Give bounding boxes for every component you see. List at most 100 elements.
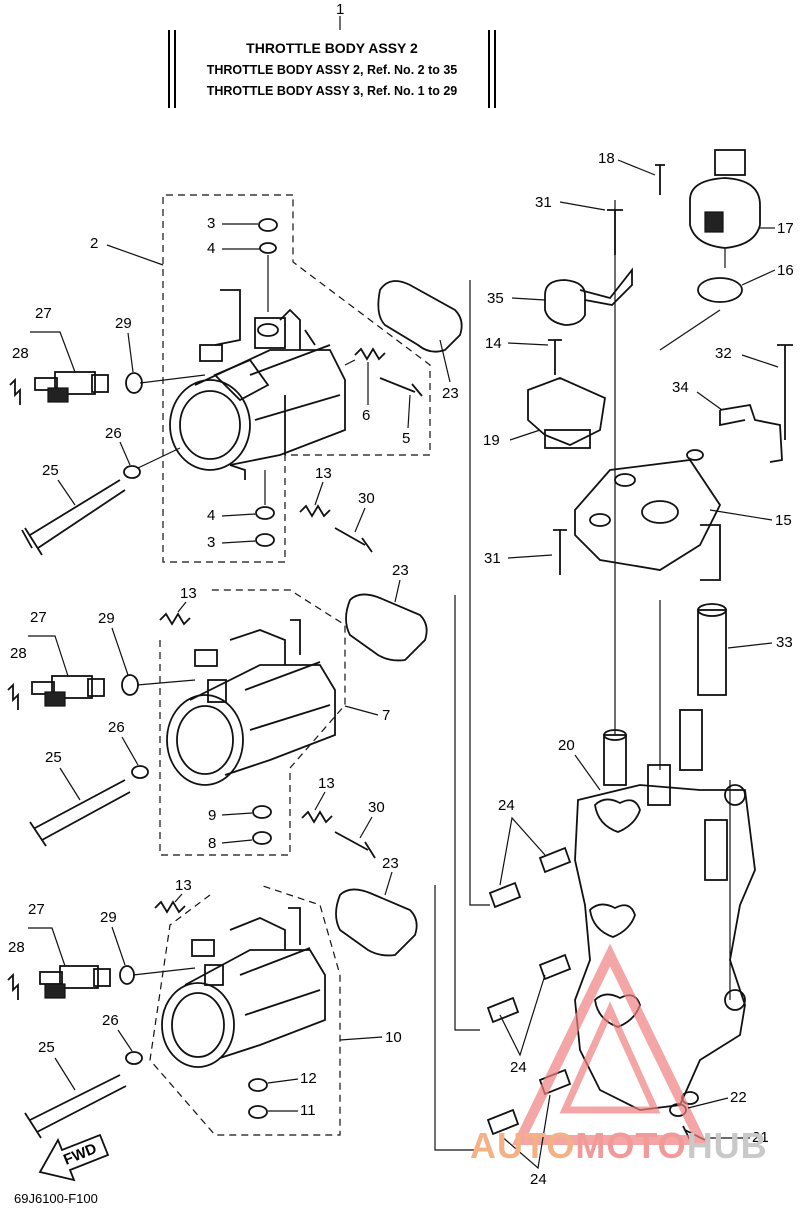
hose-33 [697,603,727,696]
seal-29c [119,965,135,985]
bolt-25b [29,779,131,847]
watermark-triangle-icon [512,943,708,1145]
screw-18 [655,164,665,195]
callout-35: 35 [487,290,504,307]
callout-31: 31 [535,194,552,211]
callout-29c: 29 [100,909,117,926]
spring-6 [354,347,386,361]
callout-24: 24 [498,797,515,814]
nut-3b [255,533,275,547]
callout-23b: 23 [392,562,409,579]
callout-30: 30 [358,490,375,507]
callout-29b: 29 [98,610,115,627]
map-sensor-19 [527,377,606,449]
ref-1-label: 1 [336,1,344,18]
callout-13: 13 [315,465,332,482]
callout-17: 17 [777,220,794,237]
right-assembly [434,149,793,1151]
body-2-dashed-outline [162,194,431,563]
watermark-part2: MOTO [575,1125,687,1166]
spring-13d [154,900,186,914]
callout-10: 10 [385,1029,402,1046]
title-right-bar-inner [488,30,490,108]
assembly-subtitle-2: THROTTLE BODY ASSY 2, Ref. No. 2 to 35 [206,63,458,77]
screw-32 [777,344,793,440]
callout-7: 7 [382,707,390,724]
callout-4b: 4 [207,507,215,524]
callout-27c: 27 [28,901,45,918]
assembly-subtitle-3: THROTTLE BODY ASSY 3, Ref. No. 1 to 29 [206,84,458,98]
callout-24b: 24 [510,1059,527,1076]
callout-28b: 28 [10,645,27,662]
manifold-base-15 [574,449,722,581]
injector-27b [7,675,105,710]
callout-16: 16 [777,262,794,279]
throttle-body-2-group [9,194,463,563]
bolt-25c [24,1074,127,1139]
seal-29a [125,372,143,394]
bolt-25a [21,479,126,556]
callout-26c: 26 [102,1012,119,1029]
callout-3: 3 [207,215,215,232]
washer-26a [123,465,141,479]
callout-26b: 26 [108,719,125,736]
callout-27b: 27 [30,609,47,626]
callout-25c: 25 [38,1039,55,1056]
callout-5: 5 [402,430,410,447]
callout-32: 32 [715,345,732,362]
injector-27a [9,371,109,405]
callout-20: 20 [558,737,575,754]
o-ring-16 [697,277,743,303]
throttle-body-10-group: FWD [7,884,418,1182]
callout-24c: 24 [530,1171,547,1188]
callout-3b: 3 [207,534,215,551]
spring-13a [299,504,331,518]
gasket-23a [377,280,463,353]
callout-28c: 28 [8,939,25,956]
callout-34: 34 [672,379,689,396]
spring-13c [301,810,333,824]
callout-13d: 13 [175,877,192,894]
callout-15: 15 [775,512,792,529]
callout-22: 22 [730,1089,747,1106]
callout-8: 8 [208,835,216,852]
tps-sensor-17 [689,149,761,268]
spring-13b [159,612,191,626]
screw-30b [334,831,376,859]
fwd-label: FWD [61,1140,99,1169]
nut-11 [248,1105,268,1119]
screw-30a [334,527,373,553]
watermark-part3: HUB [686,1125,768,1166]
title-right-bar [494,30,496,108]
washer-12 [248,1078,268,1092]
callout-28: 28 [12,345,29,362]
callout-6: 6 [362,407,370,424]
callout-14: 14 [485,335,502,352]
watermark-part1: AUTO [470,1125,576,1166]
intake-manifold-20 [574,709,756,1111]
callout-27: 27 [35,305,52,322]
callout-21: 21 [752,1129,769,1146]
seal-29b [121,674,139,696]
collars-24b [486,953,572,1024]
callout-23: 23 [442,385,459,402]
watermark: AUTOMOTOHUB [470,1125,768,1167]
callout-12: 12 [300,1070,317,1087]
callout-18: 18 [598,150,615,167]
screw-14 [548,339,562,375]
washer-4a [259,242,277,254]
callout-33: 33 [776,634,793,651]
callout-19: 19 [483,432,500,449]
nut-8 [252,831,272,845]
callout-9: 9 [208,807,216,824]
callout-2: 2 [90,235,98,252]
injector-27c [7,965,111,1000]
washer-26b [131,765,149,779]
body-10-dashed-outline [149,884,341,1136]
diagram-code: 69J6100-F100 [14,1191,98,1206]
title-left-bar-inner [174,30,176,108]
bracket-35 [544,267,633,326]
callout-25: 25 [42,462,59,479]
collars-24a [488,846,572,909]
